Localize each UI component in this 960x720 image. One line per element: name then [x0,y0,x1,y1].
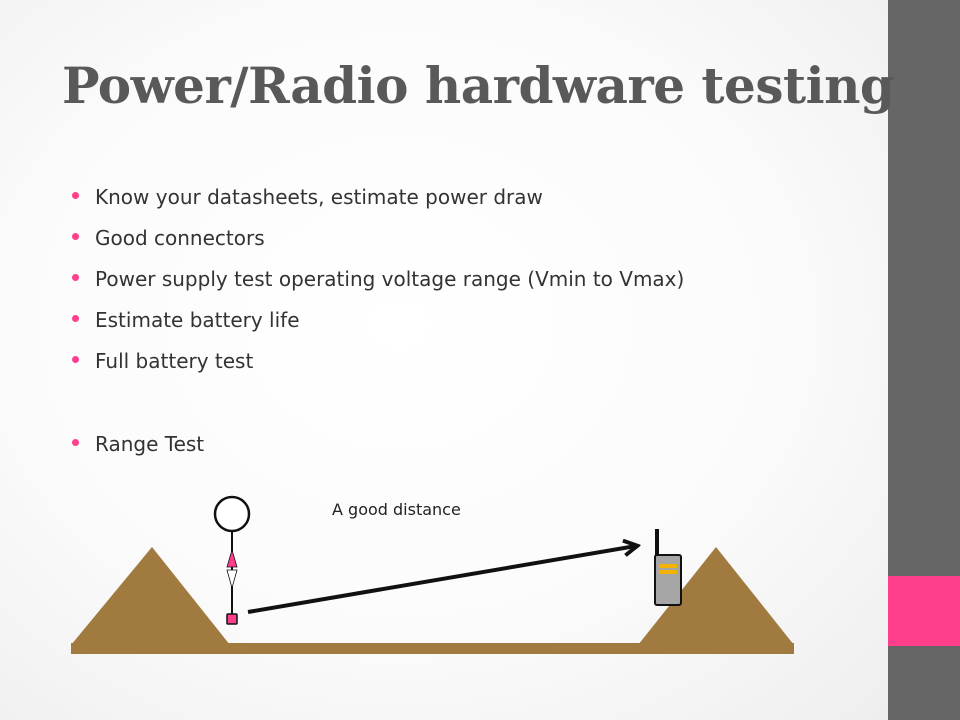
bullet-dot-icon [72,315,79,322]
bullet-text: Good connectors [95,225,265,250]
right-hill-shape [638,547,794,645]
left-hill-shape [71,547,230,645]
handheld-radio-icon [654,529,682,606]
bullet-item: Estimate battery life [72,299,684,340]
bullet-item: Power supply test operating voltage rang… [72,258,684,299]
side-accent-block [888,576,960,646]
range-test-diagram [71,495,794,654]
distance-label: A good distance [332,500,461,519]
bullet-dot-icon [72,233,79,240]
transmitter-antenna-icon [213,495,251,625]
bullet-list: Know your datasheets, estimate power dra… [72,176,684,464]
bullet-text: Range Test [95,431,205,456]
bullet-dot-icon [72,274,79,281]
bullet-dot-icon [72,192,79,199]
bullet-text: Full battery test [95,348,254,373]
bullet-item: Full battery test [72,340,684,381]
bullet-dot-icon [72,439,79,446]
bullet-dot-icon [72,356,79,363]
range-arrow [247,546,636,614]
bullet-item: Range Test [72,423,684,464]
bullet-text: Estimate battery life [95,307,300,332]
bullet-text: Know your datasheets, estimate power dra… [95,184,543,209]
slide-title: Power/Radio hardware testing [62,56,895,115]
ground-strip-shape [71,643,794,654]
bullet-item: Know your datasheets, estimate power dra… [72,176,684,217]
bullet-item: Good connectors [72,217,684,258]
bullet-text: Power supply test operating voltage rang… [95,266,685,291]
